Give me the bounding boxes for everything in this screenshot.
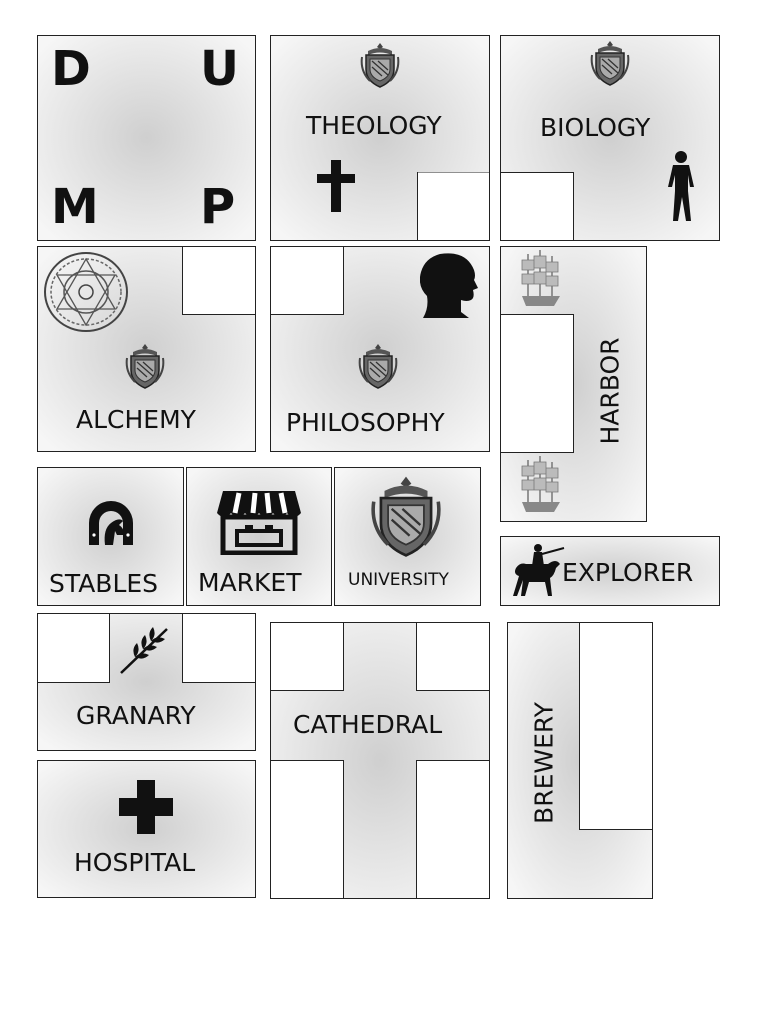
philosophy-tile[interactable]: PHILOSOPHY — [270, 246, 490, 452]
sailing-ship-icon — [521, 456, 560, 512]
biology-tile[interactable]: BIOLOGY — [500, 35, 720, 241]
cross-icon — [317, 160, 355, 212]
theology-tile[interactable]: THEOLOGY — [270, 35, 490, 241]
dump-letter-p: P — [200, 179, 236, 235]
biology-label: BIOLOGY — [540, 113, 651, 142]
cathedral-label: CATHEDRAL — [293, 710, 443, 739]
crest-icon — [125, 342, 165, 390]
alchemy-label: ALCHEMY — [76, 405, 196, 434]
walking-man-icon — [668, 151, 694, 221]
explorer-tile[interactable]: EXPLORER — [500, 536, 720, 606]
hospital-label: HOSPITAL — [74, 848, 196, 877]
crest-icon — [590, 39, 630, 87]
crest-icon — [358, 342, 398, 390]
dump-tile[interactable]: D U M P — [37, 35, 256, 241]
dump-letter-u: U — [200, 41, 239, 97]
stables-tile[interactable]: STABLES — [37, 467, 184, 606]
stables-label: STABLES — [49, 569, 159, 598]
university-label: UNIVERSITY — [348, 570, 449, 590]
university-tile[interactable]: UNIVERSITY — [334, 467, 481, 606]
dump-letter-m: M — [51, 179, 99, 235]
dump-letter-d: D — [51, 41, 91, 97]
granary-label: GRANARY — [76, 701, 196, 730]
explorer-label: EXPLORER — [562, 558, 694, 587]
harbor-label: HARBOR — [595, 337, 625, 445]
medical-cross-icon — [119, 780, 173, 834]
wheat-icon — [120, 627, 168, 674]
crest-icon — [360, 41, 400, 89]
hospital-tile[interactable]: HOSPITAL — [37, 760, 256, 898]
horseshoe-horse-icon — [89, 501, 133, 545]
storefront-icon — [217, 491, 301, 555]
sailing-ship-icon — [521, 250, 560, 306]
market-label: MARKET — [198, 568, 302, 597]
theology-label: THEOLOGY — [306, 111, 442, 140]
market-tile[interactable]: MARKET — [186, 467, 332, 606]
transmutation-circle-icon — [44, 252, 128, 332]
philosophy-label: PHILOSOPHY — [286, 408, 445, 437]
brewery-tile[interactable]: BREWERY — [507, 622, 653, 899]
head-silhouette-icon — [420, 253, 478, 318]
horse-rider-icon — [513, 544, 565, 596]
harbor-tile[interactable]: HARBOR — [500, 246, 647, 522]
brewery-label: BREWERY — [529, 702, 559, 824]
cathedral-tile[interactable]: CATHEDRAL — [270, 622, 490, 899]
granary-tile[interactable]: GRANARY — [37, 613, 256, 751]
university-crest-icon — [370, 473, 442, 559]
alchemy-tile[interactable]: ALCHEMY — [37, 246, 256, 452]
